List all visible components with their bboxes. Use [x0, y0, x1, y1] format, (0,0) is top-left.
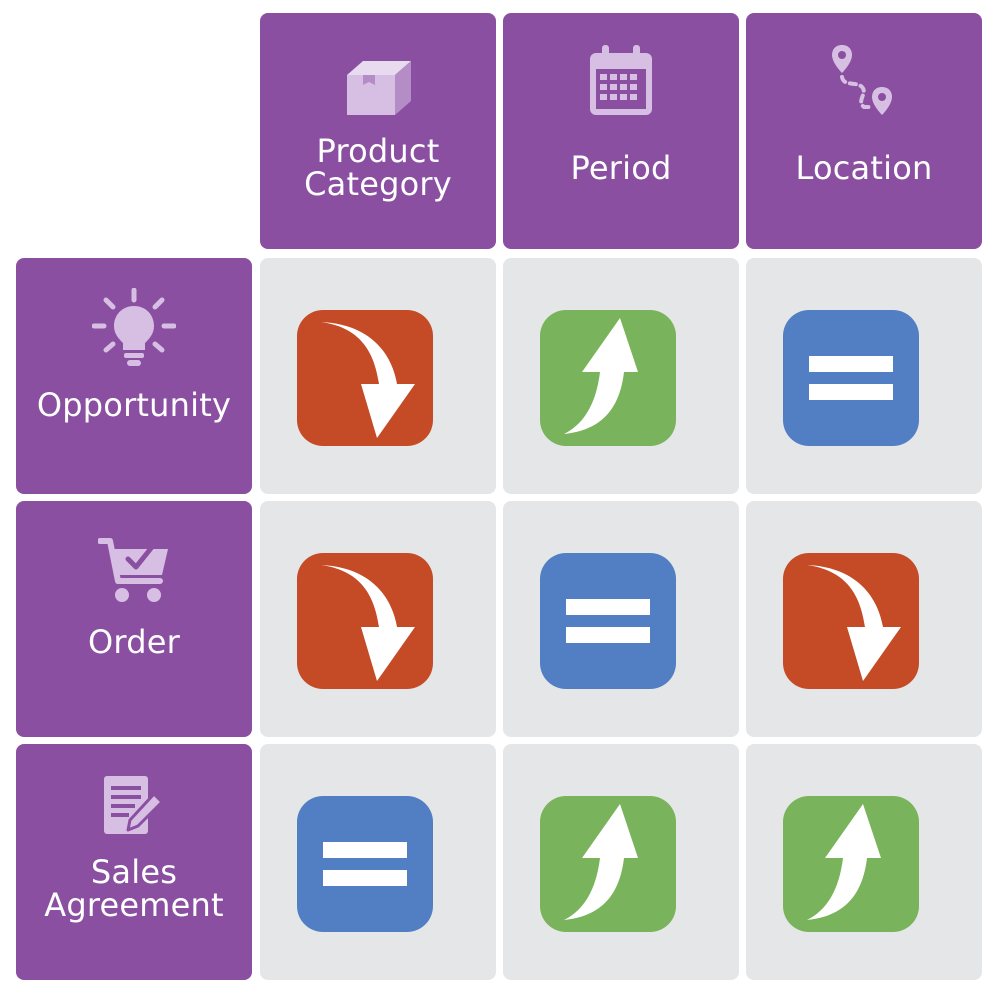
cell-sales-agreement-period: [503, 744, 739, 980]
row-header-label: Opportunity: [16, 389, 252, 422]
row-header-label: Order: [16, 626, 252, 659]
trend-down-badge: [297, 553, 433, 689]
calendar-icon: [590, 45, 652, 115]
column-header-location: Location: [746, 13, 982, 249]
curved-arrow-up-icon: [807, 804, 881, 920]
cell-sales-agreement-location: [746, 744, 982, 980]
trend-up-badge: [783, 796, 919, 932]
trend-up-badge: [540, 310, 676, 446]
trend-equal-badge: [297, 796, 433, 932]
curved-arrow-down-icon: [321, 322, 415, 438]
curved-arrow-down-icon: [807, 565, 901, 681]
curved-arrow-up-icon: [564, 318, 638, 434]
row-header-opportunity: Opportunity: [16, 258, 252, 494]
curved-arrow-up-icon: [564, 804, 638, 920]
route-icon: [832, 45, 892, 115]
column-header-label: Location: [746, 152, 982, 185]
row-header-text: Opportunity: [36, 386, 232, 424]
trend-equal-badge: [783, 310, 919, 446]
cell-opportunity-product-category: [260, 258, 496, 494]
trend-down-badge: [783, 553, 919, 689]
column-header-text: Location: [795, 149, 933, 187]
column-header-period: Period: [503, 13, 739, 249]
document-sign-icon: [104, 776, 164, 834]
curved-arrow-down-icon: [321, 565, 415, 681]
cell-opportunity-location: [746, 258, 982, 494]
column-header-label: Period: [503, 152, 739, 185]
shopping-cart-icon: [98, 538, 168, 602]
cell-opportunity-period: [503, 258, 739, 494]
equal-sign-icon: [323, 842, 407, 886]
cell-sales-agreement-product-category: [260, 744, 496, 980]
equal-sign-icon: [809, 356, 893, 400]
trend-up-badge: [540, 796, 676, 932]
cell-order-location: [746, 501, 982, 737]
lightbulb-icon: [92, 288, 176, 366]
row-header-text: Order: [88, 623, 180, 661]
box-icon: [347, 61, 411, 115]
equal-sign-icon: [566, 599, 650, 643]
trend-down-badge: [297, 310, 433, 446]
row-header-order: Order: [16, 501, 252, 737]
cell-order-product-category: [260, 501, 496, 737]
column-header-text: Period: [570, 149, 672, 187]
cell-order-period: [503, 501, 739, 737]
trend-equal-badge: [540, 553, 676, 689]
